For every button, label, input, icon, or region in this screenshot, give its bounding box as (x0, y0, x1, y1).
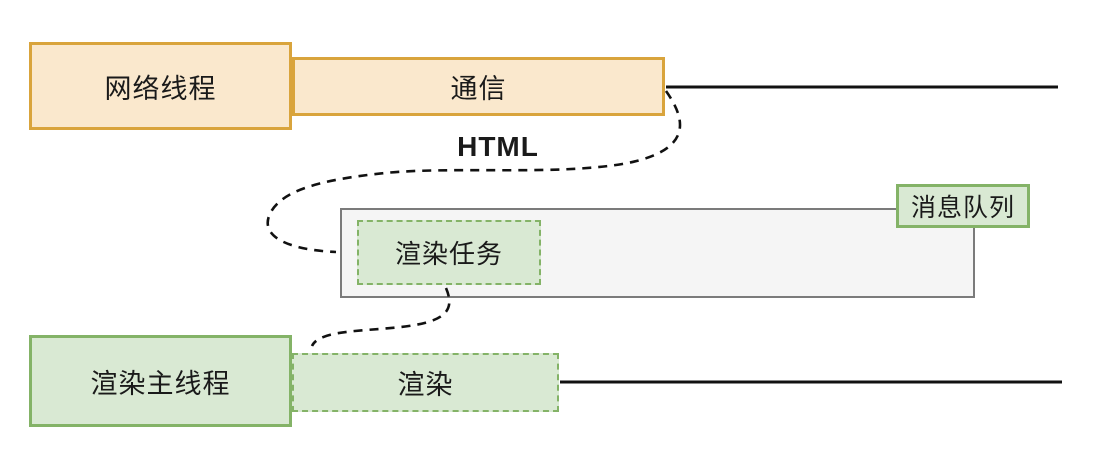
html-annotation-label: HTML (457, 131, 539, 162)
render-task-label: 渲染任务 (394, 239, 503, 269)
communication-box: 通信 (292, 57, 665, 116)
render-label: 渲染 (397, 370, 454, 400)
network-thread-label: 网络线程 (104, 73, 217, 104)
render-task-box: 渲染任务 (357, 220, 541, 285)
render-main-thread-box: 渲染主线程 (29, 335, 292, 427)
message-queue-title-box: 消息队列 (896, 184, 1030, 228)
network-thread-box: 网络线程 (29, 42, 292, 130)
render-box: 渲染 (292, 353, 559, 412)
communication-label: 通信 (450, 74, 507, 104)
html-annotation: HTML (437, 131, 559, 163)
render-main-thread-label: 渲染主线程 (90, 368, 231, 399)
message-queue-label: 消息队列 (910, 194, 1015, 222)
